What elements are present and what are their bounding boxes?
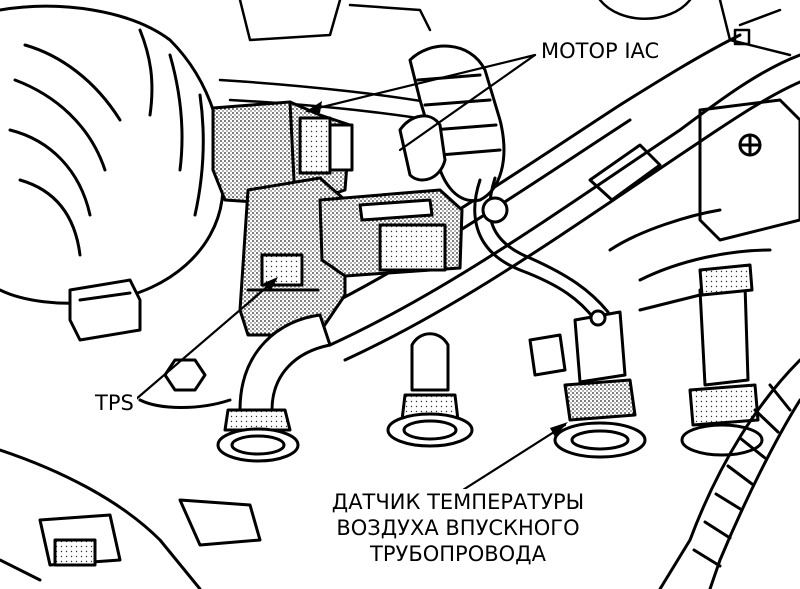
iat-label-line-2: ВОЗДУХА ВПУСКНОГО: [336, 516, 580, 540]
lower-block: [0, 448, 262, 589]
bent-pipe: [216, 313, 332, 463]
leader-arrows: [264, 101, 568, 437]
iat-sensor-label: ДАТЧИК ТЕМПЕРАТУРЫ ВОЗДУХА ВПУСКНОГО ТРУ…: [318, 489, 598, 567]
wiring-connector: [318, 188, 464, 278]
leader-iat: [453, 423, 567, 497]
tps-label: TPS: [92, 390, 137, 416]
fitting-center: [386, 332, 474, 448]
leader-tps: [133, 278, 277, 402]
arrow-tps: [264, 277, 278, 292]
leader-lines: [133, 53, 567, 497]
air-intake-hose: [0, 4, 226, 305]
leader-iac-2: [398, 53, 537, 152]
fitting-right: [638, 263, 764, 457]
mount-bolt: [138, 358, 232, 409]
iat-sensor: [528, 309, 647, 459]
arrow-iat: [550, 422, 568, 437]
arrow-iac-1: [305, 101, 322, 113]
iat-label-line-3: ТРУБОПРОВОДА: [370, 542, 546, 566]
right-bracket: [608, 98, 800, 282]
tps-sensor: [238, 176, 347, 337]
iat-label-line-1: ДАТЧИК ТЕМПЕРАТУРЫ: [331, 490, 585, 514]
corrugated-hose: [658, 358, 800, 589]
leader-iac-1: [308, 53, 537, 112]
wire-harness: [398, 44, 610, 322]
iac-motor-label: МОТОР IAC: [538, 38, 663, 64]
left-connector: [68, 278, 142, 342]
